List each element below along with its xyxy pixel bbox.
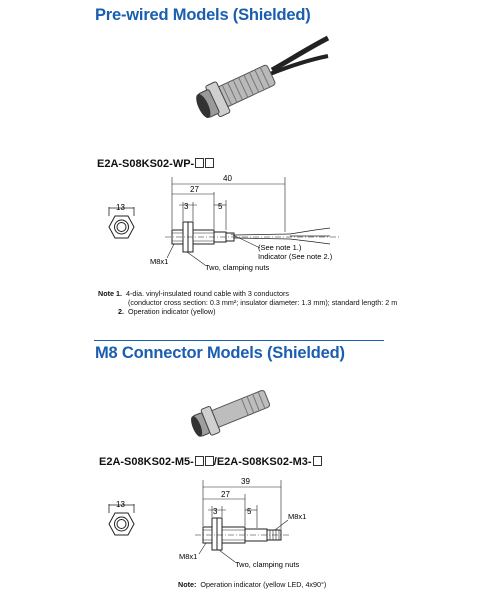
placeholder-box-icon: [205, 158, 215, 168]
side-view: [195, 480, 290, 563]
label-clamping-nuts: Two, clamping nuts: [235, 560, 299, 569]
dim-width: 13: [116, 203, 125, 212]
label-see-note: (See note 1.): [258, 243, 302, 252]
label-thread-connector: M8x1: [288, 512, 306, 521]
dim-body: 27: [221, 490, 230, 499]
dim-total: 40: [223, 174, 232, 183]
side-view: [165, 177, 340, 266]
note-connector: Note: Operation indicator (yellow LED, 4…: [178, 580, 327, 589]
section-divider: [94, 340, 384, 341]
prewired-dimension-drawing: 13 40 27 3 5 M8x1 (See note: [108, 174, 340, 272]
model-number-prewired: E2A-S08KS02-WP-: [97, 158, 215, 170]
label-clamping-nuts: Two, clamping nuts: [205, 263, 269, 272]
dim-3: 3: [184, 202, 189, 211]
connector-sensor-photo: [191, 390, 271, 437]
section-title-prewired: Pre-wired Models (Shielded): [95, 6, 311, 24]
placeholder-box-icon: [204, 456, 214, 466]
placeholder-box-icon: [195, 158, 205, 168]
end-view: [108, 504, 135, 536]
model-number-connector: E2A-S08KS02-M5-/E2A-S08KS02-M3-: [99, 456, 322, 468]
dim-total: 39: [241, 477, 250, 486]
dim-body: 27: [190, 185, 199, 194]
connector-dimension-drawing: 13 39 27 3 5 M8x1 M8x1 Two, clamping nut: [108, 477, 306, 569]
prewired-sensor-photo: [196, 35, 330, 118]
dim-width: 13: [116, 500, 125, 509]
label-thread: M8x1: [150, 257, 168, 266]
end-view: [108, 207, 135, 239]
notes-prewired: Note 1. 4-dia. vinyl-insulated round cab…: [98, 289, 398, 316]
label-indicator: Indicator (See note 2.): [258, 252, 333, 261]
dim-3: 3: [213, 507, 218, 516]
placeholder-box-icon: [312, 456, 322, 466]
label-thread-body: M8x1: [179, 552, 197, 561]
placeholder-box-icon: [194, 456, 204, 466]
dim-5: 5: [218, 202, 223, 211]
section-title-connector: M8 Connector Models (Shielded): [95, 344, 345, 362]
dim-5: 5: [247, 507, 252, 516]
